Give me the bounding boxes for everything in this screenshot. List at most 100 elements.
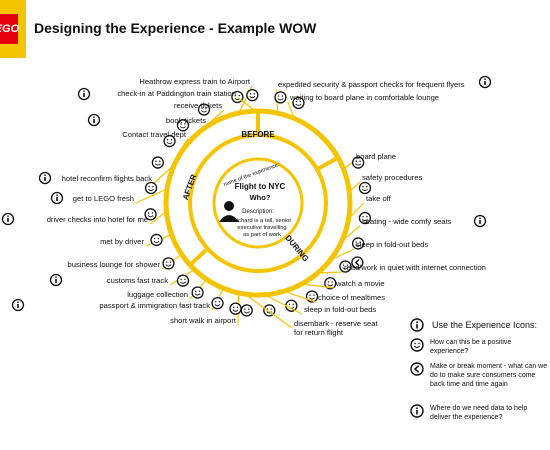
touchpoint-connector	[267, 295, 303, 315]
touchpoint-label: choice of mealtimes	[318, 293, 385, 302]
legend-text-smiley: How can this be a positive experience?	[430, 339, 512, 355]
touchpoint-label: read/work in quiet with internet connect…	[344, 263, 486, 272]
touchpoint-label: luggage collection	[127, 290, 188, 299]
touchpoint-before-3: book tickets	[87, 113, 209, 136]
smiley-icon	[144, 181, 158, 195]
touchpoint-label: hotel reconfirm flights back	[62, 174, 153, 183]
touchpoint-connector	[237, 97, 254, 110]
smiley-icon	[144, 208, 157, 221]
info-icon	[410, 318, 424, 332]
touchpoint-after-0: hotel reconfirm flights back	[38, 156, 172, 185]
person-icon	[219, 201, 239, 222]
touchpoint-during-4: sleep in fold-out beds	[333, 240, 428, 273]
touchpoint-label: watch a movie	[335, 279, 385, 288]
make-or-break-icon	[351, 256, 364, 269]
info-icon	[49, 273, 63, 287]
touchpoint-connector	[247, 295, 293, 329]
touchpoint-after-6: luggage collection	[127, 280, 206, 300]
touchpoint-label: board plane	[356, 152, 396, 161]
touchpoint-during-0: board plane	[344, 152, 396, 169]
touchpoint-during-1: safety procedures	[350, 173, 423, 195]
touchpoint-before-1: check-in at Paddington train station	[77, 87, 259, 110]
info-icon	[1, 212, 15, 226]
touchpoint-after-7: passport & immigration fast track	[11, 289, 224, 312]
info-icon	[473, 214, 487, 228]
touchpoint-connector	[350, 181, 361, 191]
touchpoint-after-2: driver checks into hotel for me	[1, 208, 165, 226]
touchpoint-after-5: customs fast track	[49, 270, 194, 287]
make-or-break-icon	[410, 362, 424, 376]
touchpoint-before-4: Contact travel dept	[122, 130, 189, 150]
description-label: Description:	[242, 209, 274, 215]
touchpoint-label: sleep in fold-out beds	[304, 305, 376, 314]
divider-bottom-left	[188, 248, 208, 267]
legend-text-info: Where do we need data to help deliver th…	[430, 405, 528, 421]
page-title: Designing the Experience - Example WOW	[34, 20, 317, 36]
touchpoint-label: driver checks into hotel for me	[47, 215, 148, 224]
touchpoint-connector	[153, 167, 172, 184]
smiley-icon	[358, 211, 372, 225]
info-icon	[11, 298, 25, 312]
touchpoint-label: book tickets	[166, 116, 206, 125]
header: LEGO Designing the Experience - Example …	[0, 0, 550, 58]
description-line-3: as part of work	[243, 232, 281, 238]
divider-right	[315, 155, 340, 172]
touchpoint-label: receive tickets	[174, 101, 222, 110]
touchpoint-after-3: met by driver	[100, 233, 170, 247]
info-icon	[38, 171, 52, 185]
smiley-icon	[191, 286, 204, 299]
smiley-icon	[351, 237, 365, 250]
touchpoint-label: get to LEGO fresh	[73, 194, 134, 203]
touchpoint-label: met by driver	[100, 237, 144, 246]
legend-text-make-or-break: Make or break moment - what can we do to…	[430, 363, 548, 388]
touchpoint-connector	[350, 202, 365, 217]
touchpoint-before-5: expedited security & passport checks for…	[274, 75, 492, 112]
touchpoint-connector	[304, 283, 335, 289]
touchpoint-connector	[320, 271, 343, 274]
lego-logo-bar: LEGO	[0, 0, 26, 58]
touchpoint-label: safety procedures	[362, 173, 423, 182]
touchpoint-connector	[135, 189, 166, 204]
touchpoint-after-4: business lounge for shower	[68, 255, 181, 270]
touchpoint-label: sleep in fold-out beds	[356, 240, 428, 249]
legend-title: Use the Experience Icons:	[432, 320, 538, 330]
smiley-icon	[197, 103, 211, 116]
touchpoint-label: passport & immigration fast track	[99, 301, 210, 310]
smiley-icon	[163, 134, 176, 148]
touchpoint-after-8: short walk in airport	[170, 294, 242, 326]
smiley-icon	[246, 88, 259, 102]
description-line-1: Richard is a tall, senior	[233, 218, 292, 224]
center-circle	[212, 157, 304, 249]
smiley-icon	[151, 156, 165, 169]
touchpoint-label: check-in at Paddington train station	[117, 89, 236, 98]
touchpoint-label: Contact travel dept	[122, 130, 187, 139]
smiley-icon	[162, 257, 175, 270]
touchpoint-label: business lounge for shower	[68, 260, 161, 269]
touchpoint-connector	[344, 225, 361, 239]
touchpoint-after-1: get to LEGO fresh	[50, 181, 166, 205]
touchpoint-label: waiting to board plane in comfortable lo…	[289, 93, 439, 102]
smiley-icon	[240, 304, 253, 317]
info-icon	[410, 404, 424, 418]
info-icon	[50, 191, 64, 205]
smiley-icon	[410, 338, 424, 352]
info-icon	[478, 75, 492, 89]
smiley-icon	[285, 299, 298, 312]
touchpoint-connector	[192, 124, 209, 136]
experience-name: Flight to NYC	[235, 182, 286, 191]
smiley-icon	[292, 96, 305, 110]
touchpoint-before-2: receive tickets	[174, 101, 225, 123]
touchpoint-during-2: take off	[350, 194, 392, 225]
touchpoint-before-6: waiting to board plane in comfortable lo…	[287, 93, 439, 117]
smiley-icon	[339, 260, 352, 273]
touchpoint-connector	[286, 291, 317, 303]
touchpoint-connector	[149, 212, 165, 225]
description-line-2: executive travelling	[237, 225, 286, 231]
smiley-icon	[176, 119, 190, 132]
smiley-icon	[150, 233, 163, 247]
smiley-icon	[229, 302, 242, 315]
touchpoint-label: expedited security & passport checks for…	[278, 80, 465, 89]
